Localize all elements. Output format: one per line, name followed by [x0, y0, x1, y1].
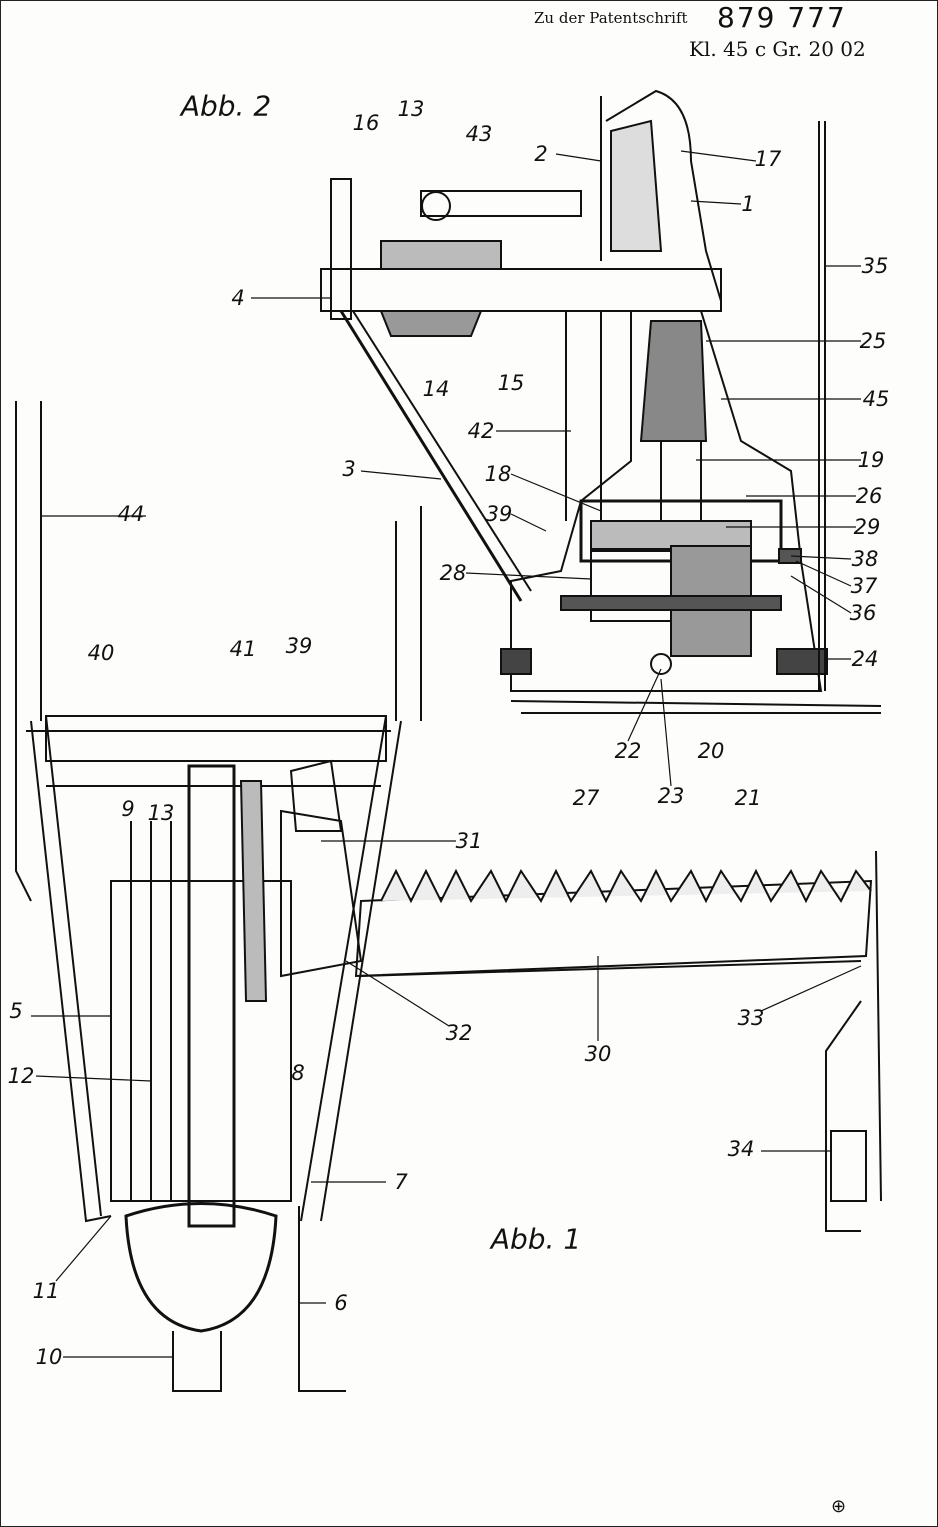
reference-label: 5	[9, 999, 23, 1023]
reference-label: 33	[737, 1006, 765, 1030]
reference-label: 14	[422, 377, 450, 401]
reference-label: 21	[734, 786, 762, 810]
reference-label: 23	[657, 784, 685, 808]
reference-label: 13	[147, 801, 175, 825]
reference-label: 44	[117, 502, 145, 526]
reference-label: 20	[697, 739, 725, 763]
reference-label: 32	[445, 1021, 473, 1045]
patent-prefix: Zu der Patentschrift	[534, 9, 688, 27]
reference-label: 16	[352, 111, 380, 135]
patent-number: 879 777	[717, 1, 847, 34]
fig2-drawing	[320, 89, 882, 714]
reference-label: 26	[855, 484, 883, 508]
reference-label: 36	[849, 601, 877, 625]
reference-label: 10	[35, 1345, 63, 1369]
reference-label: 2	[534, 142, 548, 166]
reference-label: 6	[334, 1291, 348, 1315]
reference-label: 25	[859, 329, 887, 353]
reference-label: 17	[754, 147, 782, 171]
reference-label: 43	[465, 122, 493, 146]
reference-label: 37	[850, 574, 878, 598]
reference-label: 3	[342, 457, 356, 481]
reference-label: 9	[121, 797, 135, 821]
reference-label: 27	[572, 786, 600, 810]
reference-label: 12	[7, 1064, 35, 1088]
reference-label: 29	[853, 515, 881, 539]
reference-label: 40	[87, 641, 115, 665]
reference-label: 34	[727, 1137, 755, 1161]
fig2-title: Abb. 2	[180, 89, 272, 123]
reference-label: 31	[455, 829, 483, 853]
reference-label: 13	[397, 97, 425, 121]
reference-label: 45	[862, 387, 890, 411]
reference-label: 8	[291, 1061, 305, 1085]
reference-label: 35	[861, 254, 889, 278]
reference-label: 11	[32, 1279, 60, 1303]
reference-label: 41	[229, 637, 257, 661]
reference-label: 24	[851, 647, 879, 671]
reference-label: 42	[467, 419, 495, 443]
reference-label: 1	[741, 192, 755, 216]
reference-label: 39	[485, 502, 513, 526]
reference-label: 38	[851, 547, 879, 571]
registration-mark-icon: ⊕	[831, 1496, 847, 1517]
reference-label: 18	[484, 462, 512, 486]
reference-label: 15	[497, 371, 525, 395]
reference-label: 30	[584, 1042, 612, 1066]
reference-label: 28	[439, 561, 467, 585]
reference-label: 19	[857, 448, 885, 472]
class-line: Kl. 45 c Gr. 20 02	[689, 37, 866, 61]
reference-label: 7	[394, 1170, 408, 1194]
reference-label: 4	[231, 286, 245, 310]
reference-label: 22	[614, 739, 642, 763]
reference-label: 39	[285, 634, 313, 658]
fig1-title: Abb. 1	[490, 1222, 582, 1256]
